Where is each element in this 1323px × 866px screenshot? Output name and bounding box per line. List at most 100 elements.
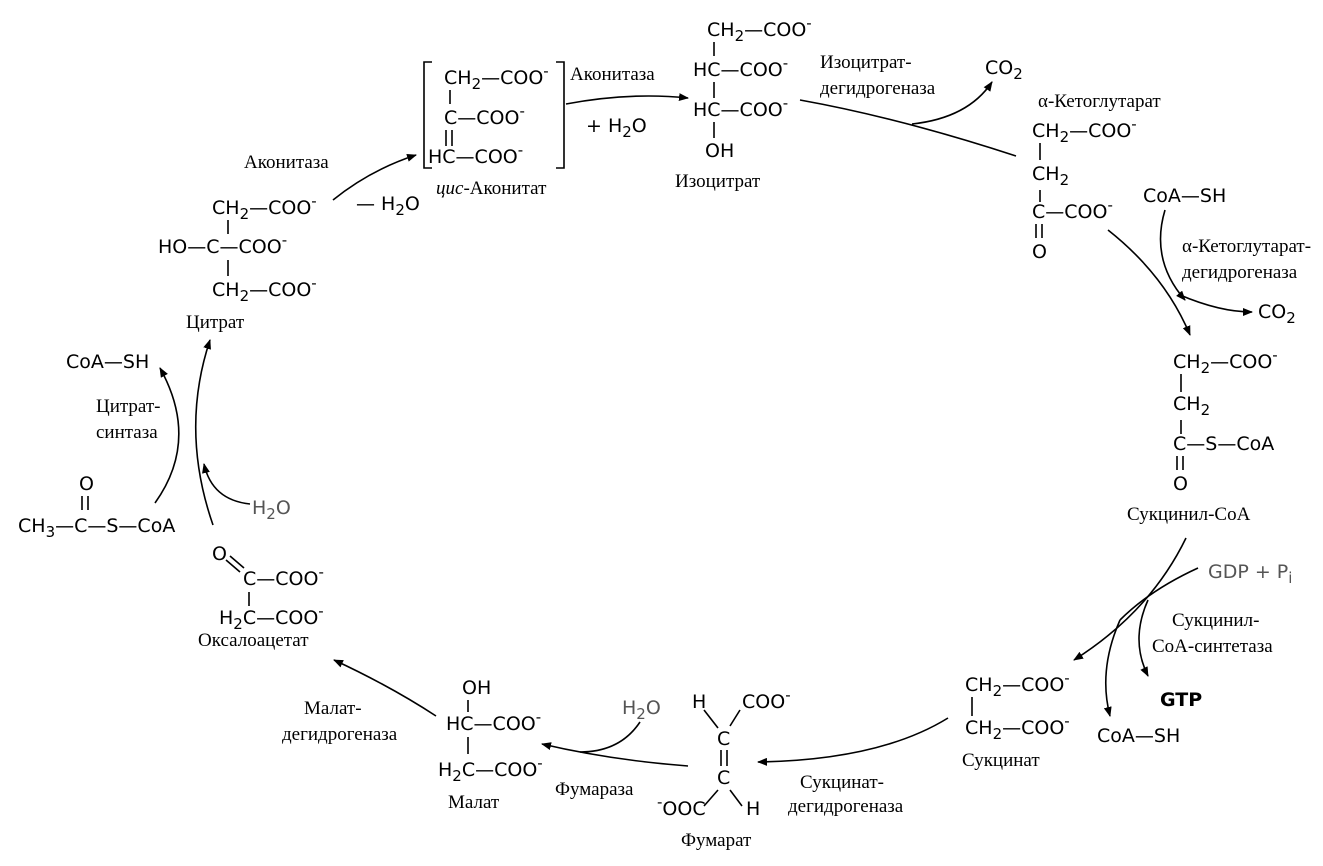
fumarate-label: Фумарат [681,830,752,851]
enzyme-aconitase-2: Аконитаза [570,64,655,85]
svg-text:-OOC: -OOC [657,793,706,820]
citrate: CH2—COO- HO—C—COO- CH2—COO- Цитрат [158,192,317,333]
cofactor-co2-1: CO2 [985,57,1023,83]
arrow-malate-to-oxaloacetate [333,659,437,717]
svg-text:Сукцинат-: Сукцинат- [800,772,884,793]
acetyl-coa: O CH3—C—S—CoA [18,473,175,541]
svg-text:H: H [746,798,760,820]
svg-text:HC—COO-: HC—COO- [693,54,788,81]
arrow-succinyl-coa-to-succinate [1073,537,1187,661]
cofactor-coa-sh-2: CoA—SH [1097,725,1180,747]
svg-text:OH: OH [705,140,734,162]
svg-text:H: H [692,691,706,713]
succinyl-coa: CH2—COO- CH2 C—S—CoA O Сукцинил-CoA [1127,346,1278,525]
arrow-h2o-into-citrate-synthase [202,463,251,505]
arrow-isocitrate-to-akg [799,99,1017,157]
citrate-label: Цитрат [186,312,245,333]
svg-text:CH2—COO-: CH2—COO- [212,192,317,223]
enzyme-aconitase-1: Аконитаза [244,152,329,173]
isocitrate-label: Изоцитрат [675,171,761,192]
svg-text:C—S—CoA: C—S—CoA [1173,433,1274,455]
arrow-cis-aconitate-to-isocitrate [565,93,689,105]
svg-text:дегидрогеназа: дегидрогеназа [788,796,904,817]
svg-text:синтаза: синтаза [96,422,158,443]
svg-text:H2C—COO-: H2C—COO- [219,602,324,633]
svg-text:CH3—C—S—CoA: CH3—C—S—CoA [18,515,175,541]
svg-text:CH2: CH2 [1173,393,1210,419]
svg-text:CH2—COO-: CH2—COO- [1173,346,1278,377]
arrow-co2-release-1 [911,81,993,125]
svg-text:CH2—COO-: CH2—COO- [707,14,812,45]
cofactor-h2o-citrate: H2O [252,497,291,523]
arrow-coa-sh-in [1159,209,1186,301]
svg-text:C: C [717,767,730,789]
malate-label: Малат [448,792,500,813]
arrow-h2o-into-fumarase [579,721,641,753]
svg-text:HC—COO-: HC—COO- [446,708,541,735]
succinate-label: Сукцинат [962,750,1040,771]
cofactor-plus-h2o: + H2O [586,115,647,141]
arrow-fumarate-to-malate [541,742,689,767]
svg-text:OH: OH [462,677,491,699]
alpha-ketoglutarate: α-Кетоглутарат CH2—COO- CH2 C—COO- O [1032,91,1161,263]
enzyme-isocitrate-dehydrogenase: Изоцитрат- дегидрогеназа [820,52,936,99]
cofactor-coa-sh-1: CoA—SH [1143,185,1226,207]
svg-text:COO-: COO- [742,686,791,713]
svg-text:CH2—COO-: CH2—COO- [1032,115,1137,146]
malate: OH HC—COO- H2C—COO- Малат [438,677,543,813]
enzyme-alpha-ketoglutarate-dehydrogenase: α-Кетоглутарат- дегидрогеназа [1182,236,1311,283]
enzyme-succinyl-coa-synthetase: Сукцинил- CoA-синтетаза [1152,610,1273,657]
svg-text:CH2—COO-: CH2—COO- [965,712,1070,743]
enzyme-malate-dehydrogenase: Малат- дегидрогеназа [282,698,398,745]
svg-text:α-Кетоглутарат-: α-Кетоглутарат- [1182,236,1311,257]
svg-text:дегидрогеназа: дегидрогеназа [1182,262,1298,283]
svg-text:O: O [79,473,94,495]
svg-text:Малат-: Малат- [304,698,362,719]
svg-text:O: O [1173,473,1188,495]
svg-text:HO—C—COO-: HO—C—COO- [158,231,287,258]
cofactor-h2o-fumarase: H2O [622,697,661,723]
cofactor-minus-h2o: — H2O [356,193,420,219]
arrow-coa-sh-out [1103,619,1121,717]
svg-text:дегидрогеназа: дегидрогеназа [282,724,398,745]
svg-text:O: O [212,543,227,565]
svg-text:Изоцитрат-: Изоцитрат- [820,52,912,73]
svg-text:C—COO-: C—COO- [243,563,324,590]
cofactor-gdp-pi: GDP + Pi [1208,561,1292,587]
alpha-ketoglutarate-label: α-Кетоглутарат [1038,91,1161,112]
isocitrate: CH2—COO- HC—COO- HC—COO- OH Изоцитрат [675,14,812,192]
svg-text:CH2—COO-: CH2—COO- [212,274,317,305]
oxaloacetate-label: Оксалоацетат [198,630,309,651]
svg-text:Цитрат-: Цитрат- [96,396,161,417]
svg-text:CH2—COO-: CH2—COO- [965,669,1070,700]
svg-text:C—COO-: C—COO- [444,102,525,129]
svg-text:CH2: CH2 [1032,163,1069,189]
svg-text:CoA-синтетаза: CoA-синтетаза [1152,636,1273,657]
svg-text:H2C—COO-: H2C—COO- [438,754,543,785]
cofactor-co2-2: CO2 [1258,301,1296,327]
arrow-acetyl-coa-in [154,367,180,504]
svg-text:дегидрогеназа: дегидрогеназа [820,78,936,99]
enzyme-citrate-synthase: Цитрат- синтаза [96,396,161,443]
fumarate: H COO- C C -OOC H Фумарат [657,686,791,851]
svg-text:CH2—COO-: CH2—COO- [444,62,549,93]
arrow-gdp-in [1119,567,1199,621]
svg-text:HC—COO-: HC—COO- [428,141,523,168]
enzyme-fumarase: Фумараза [555,779,634,800]
succinyl-coa-label: Сукцинил-CoA [1127,504,1251,525]
arrow-citrate-to-cis-aconitate [332,153,417,201]
enzyme-succinate-dehydrogenase: Сукцинат- дегидрогеназа [788,772,904,817]
oxaloacetate: O C—COO- H2C—COO- Оксалоацетат [198,543,324,651]
succinate: CH2—COO- CH2—COO- Сукцинат [962,669,1070,771]
arrow-succinate-to-fumarate [757,717,949,766]
cis-aconitate: CH2—COO- C—COO- HC—COO- цис-Аконитат [423,61,565,199]
arrow-oxaloacetate-to-citrate [194,339,214,526]
arrow-gtp-out [1138,599,1149,677]
cis-aconitate-label: цис-Аконитат [436,178,547,199]
svg-text:C—COO-: C—COO- [1032,196,1113,223]
svg-text:HC—COO-: HC—COO- [693,94,788,121]
svg-text:Сукцинил-: Сукцинил- [1172,610,1259,631]
svg-text:C: C [717,728,730,750]
cofactor-gtp: GTP [1160,689,1202,711]
